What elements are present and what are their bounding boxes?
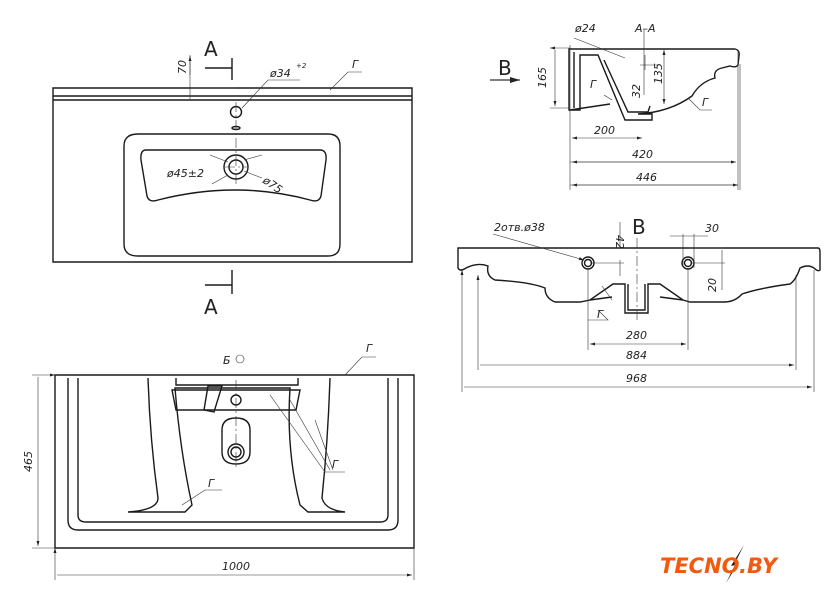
logo-text: TECNO.BY — [660, 554, 779, 578]
dim-884: 884 — [626, 349, 647, 362]
mark-g-bv1: Г — [366, 342, 373, 355]
dim-70: 70 — [176, 60, 189, 74]
dim-32: 32 — [630, 84, 643, 98]
basin-bowl — [140, 149, 327, 202]
dim-135: 135 — [652, 63, 665, 84]
dim-968: 968 — [626, 372, 647, 385]
dim-420: 420 — [632, 148, 653, 161]
holes-label: 2отв.ø38 — [494, 221, 545, 234]
view-label-b: Б — [223, 354, 231, 367]
mark-g-front: Г — [597, 308, 604, 321]
brand-logo: TECNO.BY — [660, 545, 779, 583]
section-label-bottom: A — [204, 295, 218, 319]
dim-drain: ø45±2 — [166, 167, 204, 180]
dim-24: ø24 — [574, 22, 596, 35]
mark-g-aa1: Г — [590, 78, 597, 91]
dim-446: 446 — [636, 171, 657, 184]
mark-g-top: Г — [352, 58, 359, 71]
top-rim-edge — [53, 95, 412, 101]
lightning-bolt-icon — [726, 545, 744, 583]
dim-30: 30 — [705, 222, 719, 235]
dim-1000: 1000 — [222, 560, 250, 573]
front-title: B — [632, 215, 646, 239]
dim-465: 465 — [22, 451, 35, 472]
top-view: A A 70 ø34 +2 Г ø45±2 ø75 — [52, 37, 413, 319]
mark-g-aa2: Г — [702, 96, 709, 109]
dim-hole: ø34 — [269, 67, 291, 80]
section-aa: A–A B ø24 165 32 135 200 420 446 Г Г — [490, 22, 741, 190]
mark-g-bv2: Г — [332, 458, 339, 471]
basin-outline — [123, 133, 341, 257]
dim-42: 42 — [613, 235, 626, 249]
view-arrow-label: B — [498, 56, 512, 80]
mark-g-bv3: Г — [208, 477, 215, 490]
dim-165: 165 — [536, 67, 549, 88]
dim-20: 20 — [706, 278, 719, 292]
bottom-view: Б Г Г Г 465 1000 — [22, 342, 414, 580]
section-title: A–A — [634, 22, 656, 35]
top-outline — [52, 87, 413, 263]
dim-200: 200 — [594, 124, 615, 137]
front-view: B 2отв.ø38 42 30 20 Г 280 884 968 — [458, 215, 821, 392]
dim-280: 280 — [626, 329, 647, 342]
section-label-top: A — [204, 37, 218, 61]
dim-hole-tol: +2 — [296, 62, 307, 70]
